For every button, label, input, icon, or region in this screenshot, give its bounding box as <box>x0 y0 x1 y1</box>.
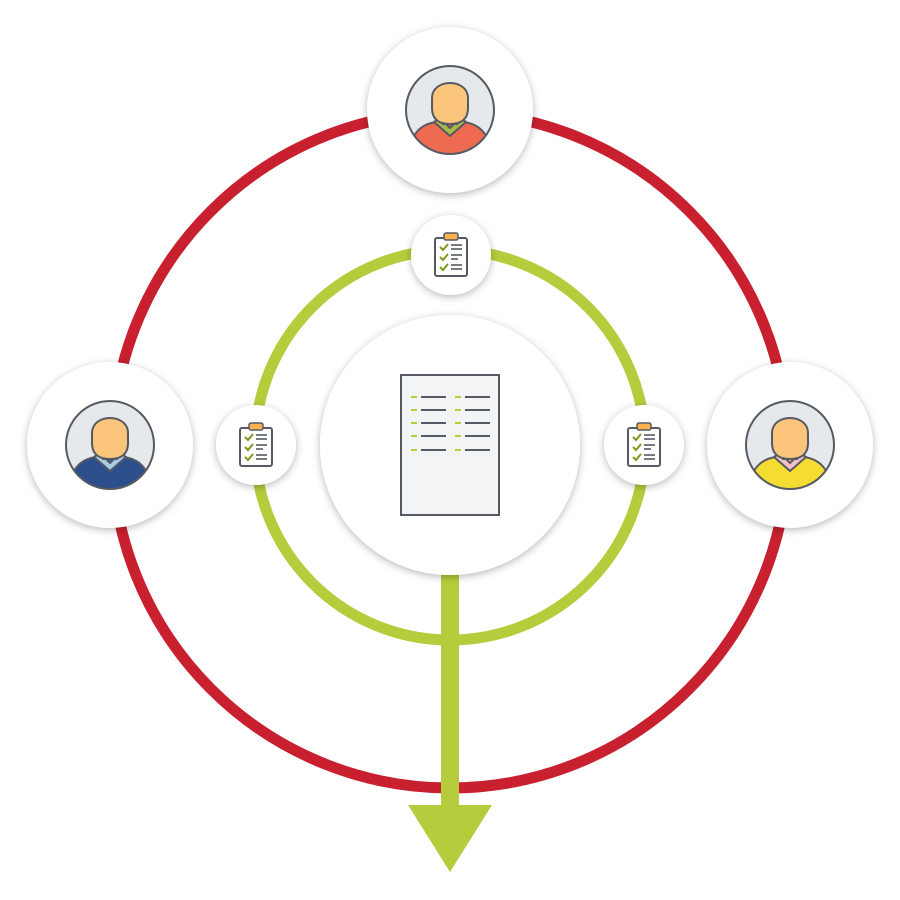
center-document-node <box>320 315 580 575</box>
checklist-node-right <box>604 405 684 485</box>
checklist-clipboard-icon <box>239 422 273 467</box>
person-node-left <box>27 362 193 528</box>
user-avatar-icon <box>405 65 495 155</box>
checklist-clipboard-icon <box>627 422 661 467</box>
person-node-right <box>707 362 873 528</box>
down-arrow-icon <box>408 566 492 872</box>
checklist-clipboard-icon <box>434 232 468 277</box>
checklist-node-top <box>411 215 491 295</box>
checklist-node-left <box>216 405 296 485</box>
user-avatar-icon <box>745 400 835 490</box>
user-avatar-icon <box>65 400 155 490</box>
document-icon <box>400 374 500 516</box>
person-node-top <box>367 27 533 193</box>
